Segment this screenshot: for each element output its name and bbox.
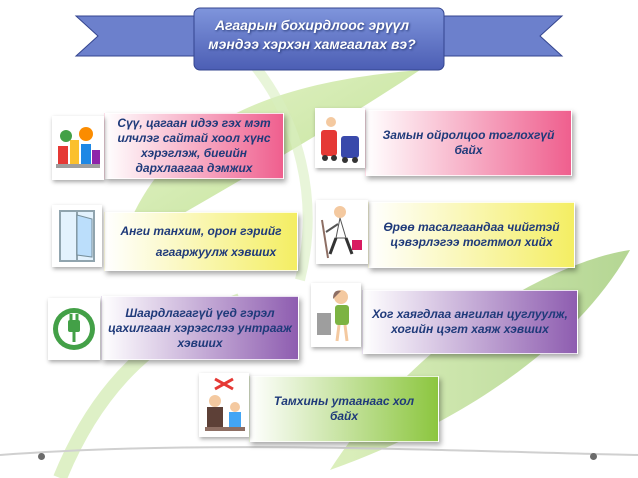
food-items-icon	[52, 116, 104, 180]
page-title: Агаарын бохирдлоос эрүүл мэндээ хэрхэн х…	[208, 17, 416, 52]
traffic-cars-icon	[315, 108, 365, 168]
recycling-child-icon	[311, 283, 361, 347]
no-smoking-icon	[199, 373, 249, 437]
eco-plug-icon	[48, 298, 100, 360]
ribbon-shape	[74, 7, 564, 71]
tip-card-waste: Хог хаягдлаа ангилан цуглуулж,хогийн цэг…	[362, 290, 578, 354]
decorative-dot-right	[590, 453, 597, 460]
decorative-dot-left	[38, 453, 45, 460]
tip-text: Хог хаягдлаа ангилан цуглуулж,хогийн цэг…	[372, 307, 568, 336]
window-icon	[52, 205, 102, 267]
cleaning-person-icon	[316, 200, 368, 264]
